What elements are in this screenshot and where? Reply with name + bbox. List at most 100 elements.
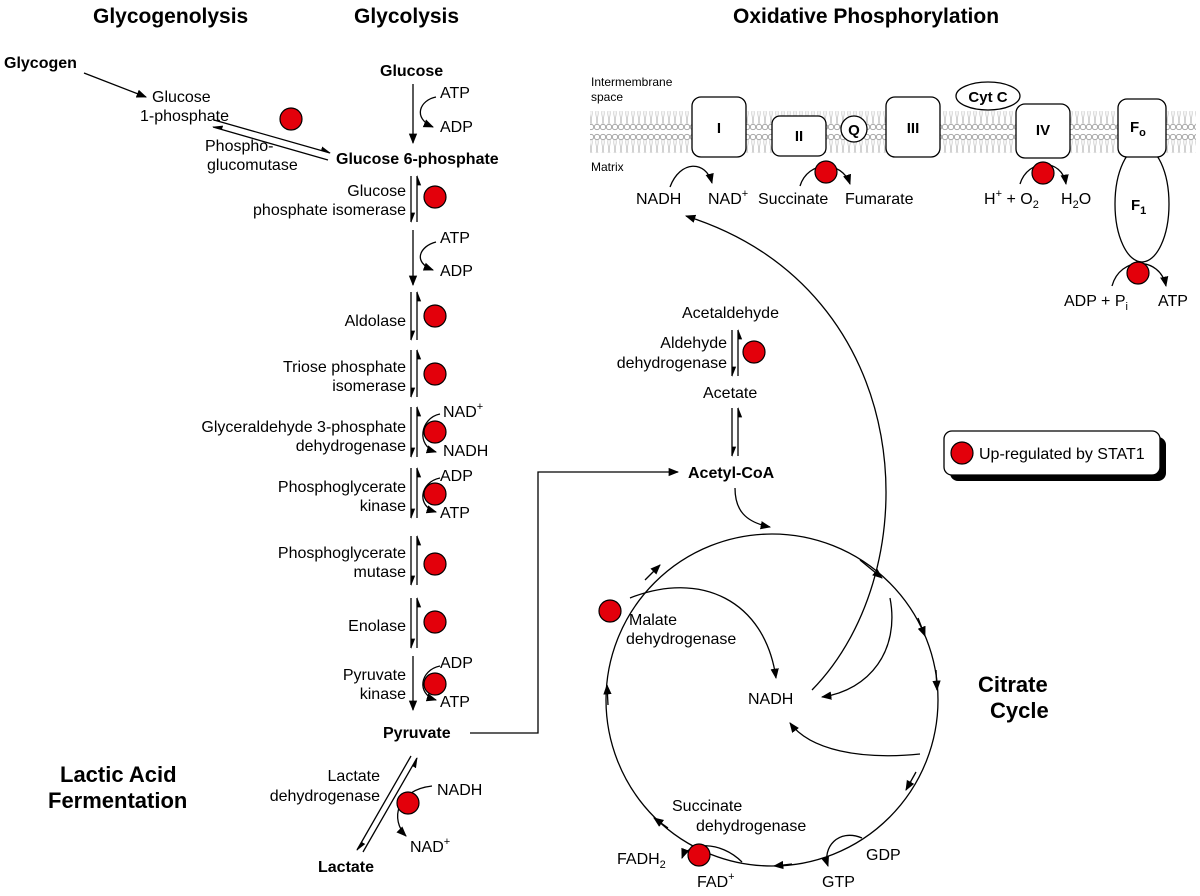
pyruvate-label: Pyruvate [383, 725, 451, 742]
gdp-label: GDP [866, 847, 901, 864]
complex-ii-label: II [795, 128, 803, 145]
glucose-1-phosphate-label-2: 1-phosphate [140, 108, 229, 125]
enolase-marker [423, 610, 447, 634]
phosphoglucomutase-label-2: glucomutase [207, 157, 298, 174]
gapdh-marker [423, 420, 447, 444]
complex-i-label: I [717, 120, 721, 137]
legend-label: Up-regulated by STAT1 [979, 446, 1145, 463]
intermembrane-space-label-2: space [591, 90, 623, 104]
intermembrane-space-label: Intermembrane [591, 75, 673, 89]
lactate-label: Lactate [318, 859, 374, 876]
complex-i-nad-label: NAD+ [708, 188, 748, 208]
adp1-label: ADP [440, 119, 473, 136]
complex-ii-marker [814, 160, 838, 184]
sdh-label-2: dehydrogenase [696, 818, 806, 835]
glycogen-arrow [83, 72, 147, 98]
aldh-label: Aldehyde [660, 335, 727, 352]
adp2-label: ADP [440, 263, 473, 280]
pgk-cofactor-curve [422, 477, 441, 514]
atp-synthase-fo [1117, 98, 1167, 158]
ubiquinone-label: Q [848, 122, 860, 139]
f1-label: F1 [1131, 197, 1146, 217]
pk-adp-label: ADP [440, 655, 473, 672]
pk-marker [423, 672, 447, 696]
cytochrome-c-label: Cyt C [968, 89, 1007, 106]
ldh-reverse-arrow [362, 757, 418, 853]
legend-marker [950, 441, 974, 465]
citrate-header-line2: Cycle [990, 698, 1049, 723]
cycle-arrow-left [603, 683, 612, 706]
ldh-nad-label: NAD+ [410, 836, 450, 856]
complex-i-nadh-label: NADH [636, 191, 681, 208]
tpi-marker [423, 362, 447, 386]
oxphos-header: Oxidative Phosphorylation [733, 5, 999, 28]
atp2-label: ATP [440, 230, 470, 247]
acetyl-coa-label: Acetyl-CoA [688, 465, 775, 482]
complex-iv-label: IV [1036, 122, 1050, 139]
atp1-label: ATP [440, 85, 470, 102]
complex-iii-label: III [907, 120, 920, 137]
pyruvate-to-acetyl-coa-arrow [470, 467, 680, 734]
glucose-6-phosphate-label: Glucose 6-phosphate [336, 151, 499, 168]
lactic-header-line2: Fermentation [48, 788, 187, 813]
matrix-label: Matrix [591, 160, 624, 174]
pgk-atp-label: ATP [440, 505, 470, 522]
cycle-arrow-right-lower [905, 771, 917, 791]
acetaldehyde-label: Acetaldehyde [682, 305, 779, 322]
complex-ii [771, 115, 827, 157]
isocitrate-nadh-arc [820, 597, 893, 700]
atp-synthase-marker [1126, 261, 1150, 285]
gapdh-label: Glyceraldehyde 3-phosphate [201, 419, 406, 436]
complex-iv [1015, 103, 1071, 159]
pgk-adp-label: ADP [440, 468, 473, 485]
gapdh-nadh-label: NADH [443, 443, 488, 460]
atp-synthase-f1 [1114, 145, 1170, 263]
ubiquinone [840, 115, 868, 143]
legend-box [943, 430, 1161, 476]
fo-label: Fo [1130, 119, 1146, 139]
cycle-arrow-top-right [859, 559, 883, 579]
atp-consume-curve-2 [419, 241, 437, 271]
ketoglutarate-nadh-arc [789, 722, 921, 757]
phosphoglucomutase-marker [279, 107, 303, 131]
gpi-marker [423, 185, 447, 209]
citrate-cycle-ring [605, 533, 939, 867]
complex-i [691, 96, 747, 158]
cycle-arrow-bottom-left [653, 817, 669, 829]
pk-label-2: kinase [360, 686, 406, 703]
acetate-label: Acetate [703, 385, 757, 402]
cycle-arrow-right-upper [917, 617, 926, 637]
ldh-label-2: dehydrogenase [270, 788, 380, 805]
glycogenolysis-header: Glycogenolysis [93, 5, 248, 28]
cycle-nadh-label: NADH [748, 691, 793, 708]
citrate-header-line1: Citrate [978, 672, 1048, 697]
aldh-label-2: dehydrogenase [617, 355, 727, 372]
gpi-label-2: phosphate isomerase [253, 202, 406, 219]
pgk-label: Phosphoglycerate [278, 479, 406, 496]
gapdh-label-2: dehydrogenase [296, 438, 406, 455]
gtp-label: GTP [822, 874, 855, 891]
sdh-marker [687, 843, 711, 867]
cycle-arrow-top-left [644, 564, 661, 581]
succinate-label: Succinate [758, 191, 828, 208]
phosphoglucomutase-reverse-arrow [212, 125, 329, 161]
pgm-label-2: mutase [354, 564, 407, 581]
fumarate-label: Fumarate [845, 191, 914, 208]
tpi-label: Triose phosphate [283, 359, 406, 376]
ldh-forward-arrow [356, 755, 412, 851]
glycogen-label: Glycogen [4, 55, 77, 72]
fad-label: FAD+ [697, 871, 735, 891]
cytochrome-c [955, 81, 1021, 111]
nadh-to-complex-i-arrow [685, 214, 887, 691]
complex-iv-substrate-label: H+ + O2 [984, 188, 1039, 211]
pk-cofactor-curve [422, 665, 441, 702]
pk-atp-label: ATP [440, 694, 470, 711]
fadh2-label: FADH2 [617, 851, 666, 871]
malate-dh-marker [598, 599, 622, 623]
glucose-1-phosphate-label: Glucose [152, 89, 211, 106]
aldolase-marker [423, 304, 447, 328]
pgk-marker [423, 482, 447, 506]
complex-iii [885, 96, 941, 158]
sdh-label: Succinate [672, 798, 742, 815]
